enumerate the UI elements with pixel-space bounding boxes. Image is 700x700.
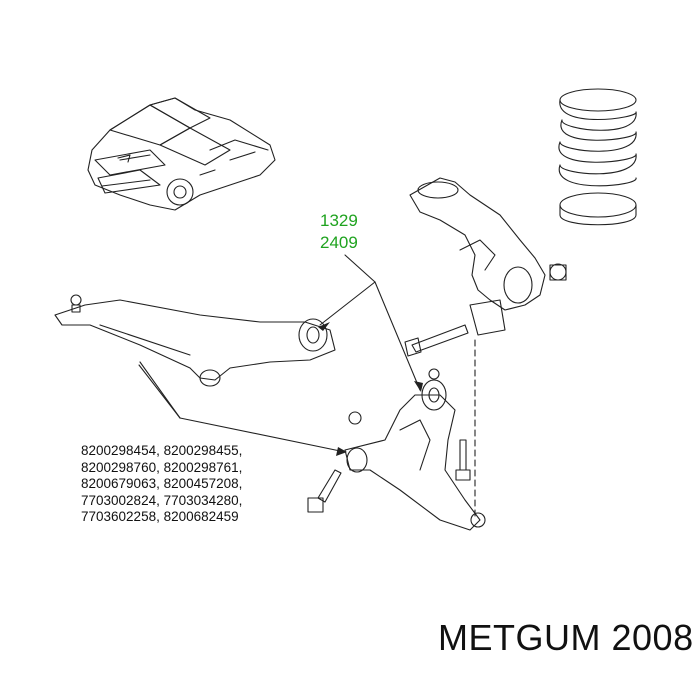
vertical-bolt <box>455 439 471 481</box>
left-control-arm <box>54 294 336 387</box>
part-number-line: 8200298454, 8200298455, <box>81 443 243 458</box>
leader-lines <box>138 254 421 453</box>
part-number-line: 7703602258, 8200682459 <box>81 509 239 525</box>
part-number-line: 7703002824, 7703034280, <box>81 492 243 508</box>
coil-spring <box>558 88 637 226</box>
part-number-list: 8200298454, 8200298455, 8200298760, 8200… <box>81 443 242 526</box>
part-code: 2008 <box>611 617 694 658</box>
brand-caption: METGUM 2008 <box>438 617 694 659</box>
right-control-arm <box>344 368 486 531</box>
part-number-line: 8200679063, 8200457208, <box>81 476 243 492</box>
callout-label-1: 1329 <box>320 211 358 230</box>
lower-bolt <box>307 469 342 513</box>
brand-name: METGUM <box>438 617 601 658</box>
car-illustration <box>87 97 276 211</box>
callout-label-2: 2409 <box>320 233 358 252</box>
part-number-line: 8200298760, 8200298761, <box>81 459 243 475</box>
steering-knuckle <box>409 177 567 521</box>
arrow-heads <box>318 322 423 456</box>
knuckle-bolt <box>404 324 469 357</box>
